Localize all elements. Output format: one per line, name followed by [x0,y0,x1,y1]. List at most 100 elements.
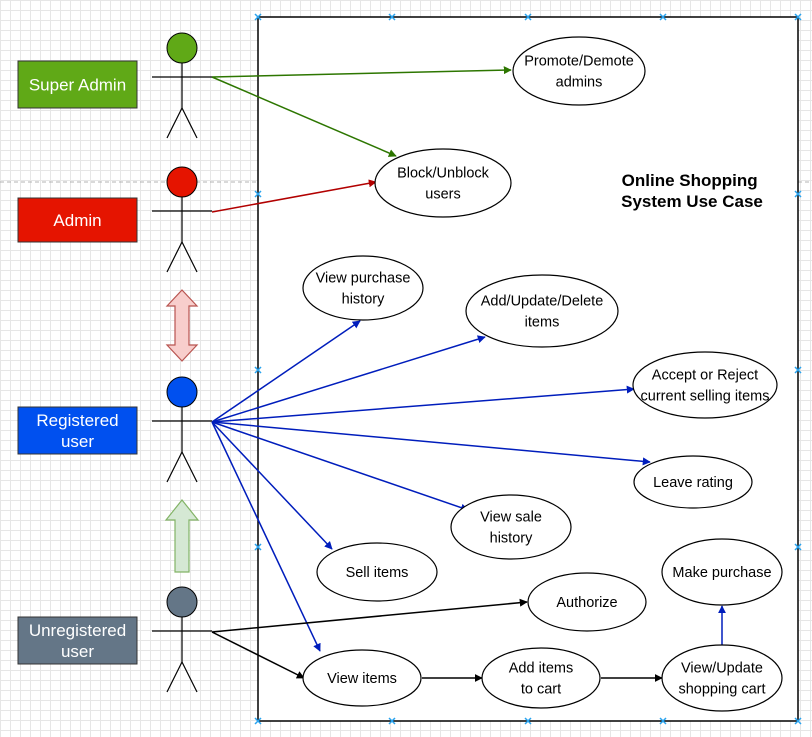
selection-handle-icon[interactable] [524,13,532,21]
selection-handle-icon[interactable] [659,717,667,725]
association-registered-user-to-accept-reject[interactable] [211,385,635,423]
association-registered-user-to-view-purchase-history[interactable] [211,320,361,423]
system-title: Online Shopping System Use Case [621,171,763,211]
actor-label-line: Admin [53,211,101,230]
use-case-label-line: Leave rating [653,475,733,491]
unregistered-to-registered-arrow[interactable] [164,499,200,573]
selection-handle-icon[interactable] [794,717,802,725]
use-case-make-purchase[interactable]: Make purchase [661,538,783,606]
use-case-authorize[interactable]: Authorize [527,572,647,632]
use-case-view-items[interactable]: View items [302,649,422,707]
actor-registered-user[interactable]: Registered user [17,376,212,483]
use-case-label-line: Block/Unblock [397,166,490,182]
actor-label-line: Registered [36,411,118,430]
selection-handle-icon[interactable] [794,366,802,374]
use-case-label: Leave rating [653,475,733,491]
use-case-view-purchase-history[interactable]: View purchase history [302,255,424,321]
selection-handle-icon[interactable] [254,366,262,374]
selection-handle-icon[interactable] [388,717,396,725]
use-case-label-line: Promote/Demote [524,54,634,70]
association-admin-to-block-unblock[interactable] [211,179,377,213]
use-case-label-line: history [342,292,385,308]
actor-label-line: user [61,432,94,451]
double-arrow-shape [165,289,199,362]
association-registered-user-to-view-sale-history[interactable] [211,421,469,512]
association-unregistered-user-to-view-items[interactable] [211,631,305,679]
selection-handle-icon[interactable] [254,717,262,725]
use-case-label-line: View purchase [316,271,411,287]
use-case-label: Authorize [556,595,617,611]
association-registered-user-to-sell-items[interactable] [211,421,333,550]
use-case-label-line: shopping cart [678,682,765,698]
use-case-label-line: items [525,315,560,331]
selection-handle-icon[interactable] [524,717,532,725]
use-case-label-line: Make purchase [672,565,771,581]
selection-handle-icon[interactable] [388,13,396,21]
association-unregistered-user-to-authorize[interactable] [211,598,528,633]
use-case-label-line: Accept or Reject [652,368,758,384]
use-case-label: Promote/Demote admins [524,54,634,91]
selection-handle-icon[interactable] [254,543,262,551]
use-case-accept-reject[interactable]: Accept or Reject current selling items [632,351,778,419]
selection-handle-icon[interactable] [794,190,802,198]
stick-figure-icon [152,586,212,693]
selection-handles [254,13,802,725]
actor-label-box [17,197,138,243]
association-super-admin-to-promote-demote[interactable] [211,66,512,78]
use-case-label: View items [327,671,397,687]
stick-figure-icon [152,166,212,273]
actor-label-box [17,60,138,109]
use-case-label: Make purchase [672,565,771,581]
use-case-label: Accept or Reject current selling items [641,368,770,405]
use-case-label-line: Authorize [556,595,617,611]
system-title-line-1: Online Shopping [622,171,758,190]
use-case-ellipse [661,644,783,712]
selection-handle-icon[interactable] [794,543,802,551]
selection-handle-icon[interactable] [794,13,802,21]
association-registered-user-to-add-update-delete[interactable] [211,335,486,423]
use-case-leave-rating[interactable]: Leave rating [633,455,753,509]
use-case-ellipse [632,351,778,419]
use-case-ellipse [633,455,753,509]
actor-label-box [17,406,138,455]
use-case-ellipse [527,572,647,632]
use-case-label-line: current selling items [641,389,770,405]
association-registered-user-to-view-items[interactable] [211,421,321,652]
use-case-ellipse [374,148,512,218]
use-case-ellipse [302,255,424,321]
use-case-ellipse [316,542,438,602]
use-case-label: Sell items [346,565,409,581]
use-case-ellipse [661,538,783,606]
use-case-label-line: history [490,531,533,547]
use-case-ellipse [450,494,572,560]
association-super-admin-to-block-unblock[interactable] [211,76,397,157]
use-case-ellipse [465,274,619,348]
selection-handle-icon[interactable] [254,13,262,21]
selection-handle-icon[interactable] [659,13,667,21]
use-case-label-line: admins [556,75,603,91]
selection-handle-icon[interactable] [254,190,262,198]
actor-label-box [17,616,138,665]
actor-super-admin[interactable]: Super Admin [17,32,212,139]
use-case-label-line: Sell items [346,565,409,581]
actor-label: Registered user [36,411,118,451]
actor-label-line: user [61,642,94,661]
use-case-promote-demote[interactable]: Promote/Demote admins [512,36,646,106]
use-case-ellipse [302,649,422,707]
association-registered-user-to-leave-rating[interactable] [211,421,651,466]
admin-registered-double-arrow[interactable] [165,289,199,362]
actor-label: Admin [53,211,101,230]
use-case-sell-items[interactable]: Sell items [316,542,438,602]
actor-admin[interactable]: Admin [17,166,212,273]
